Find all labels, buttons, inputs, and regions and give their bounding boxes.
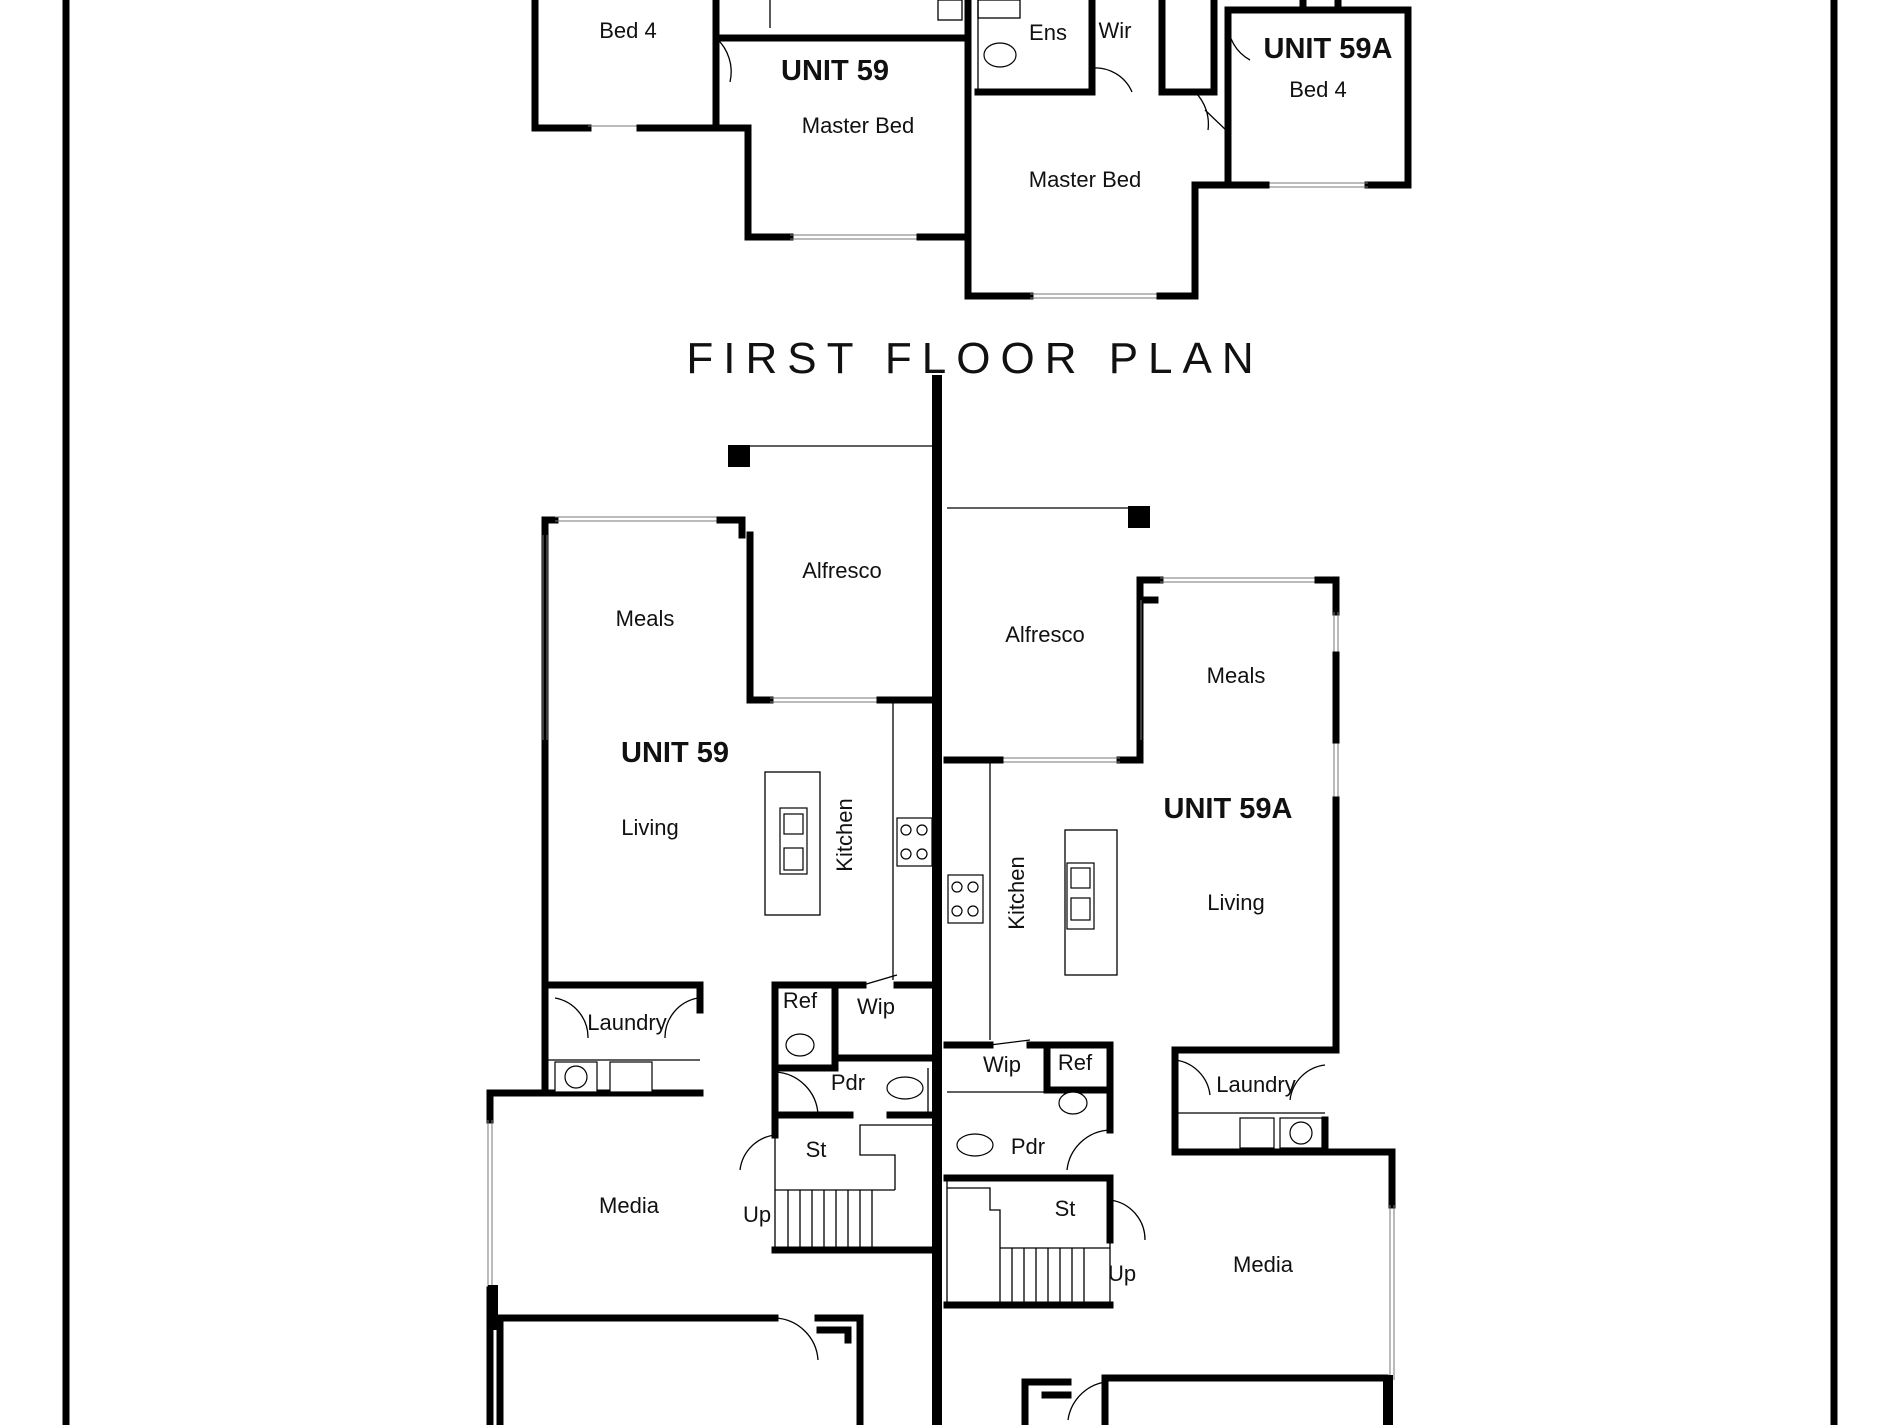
g59a-living-label: Living xyxy=(1207,890,1264,915)
ground-floor-walls xyxy=(486,375,1396,1425)
upper-floor-walls xyxy=(531,0,1412,300)
g59-media-label: Media xyxy=(599,1193,660,1218)
upper-59a-ens-label: Ens xyxy=(1029,20,1067,45)
g59-up-label: Up xyxy=(743,1202,771,1227)
upper-59-master-label: Master Bed xyxy=(802,113,915,138)
upper-59a-wir-label: Wir xyxy=(1099,18,1132,43)
g59a-media-label: Media xyxy=(1233,1252,1294,1277)
g59a-kitchen-label: Kitchen xyxy=(1004,856,1029,929)
g59-unit-label: UNIT 59 xyxy=(621,737,729,769)
page-border xyxy=(62,0,1838,1425)
g59a-ref-label: Ref xyxy=(1058,1050,1093,1075)
g59a-pdr-label: Pdr xyxy=(1011,1134,1045,1159)
upper-59a-master-label: Master Bed xyxy=(1029,167,1142,192)
g59-laundry-label: Laundry xyxy=(587,1010,667,1035)
g59-kitchen-label: Kitchen xyxy=(832,798,857,871)
g59-living-label: Living xyxy=(621,815,678,840)
g59-alfresco-label: Alfresco xyxy=(802,558,881,583)
g59-meals-label: Meals xyxy=(616,606,675,631)
g59a-meals-label: Meals xyxy=(1207,663,1266,688)
g59a-unit-label: UNIT 59A xyxy=(1164,793,1293,825)
g59a-up-label: Up xyxy=(1108,1261,1136,1286)
g59-ref-label: Ref xyxy=(783,988,818,1013)
g59a-alfresco-label: Alfresco xyxy=(1005,622,1084,647)
upper-59-unit-label: UNIT 59 xyxy=(781,55,889,87)
upper-59a-bed4-label: Bed 4 xyxy=(1289,77,1347,102)
g59a-st-label: St xyxy=(1055,1196,1076,1221)
g59-wip-label: Wip xyxy=(857,994,895,1019)
upper-59a-unit-label: UNIT 59A xyxy=(1264,33,1393,65)
g59-pdr-label: Pdr xyxy=(831,1070,865,1095)
plan-title: FIRST FLOOR PLAN xyxy=(686,334,1263,383)
g59a-laundry-label: Laundry xyxy=(1216,1072,1296,1097)
upper-floor-fixtures xyxy=(715,0,1251,133)
g59-st-label: St xyxy=(806,1137,827,1162)
g59a-wip-label: Wip xyxy=(983,1052,1021,1077)
ground-floor-fixtures xyxy=(554,807,1326,1421)
upper-59-bed4-label: Bed 4 xyxy=(599,18,657,43)
